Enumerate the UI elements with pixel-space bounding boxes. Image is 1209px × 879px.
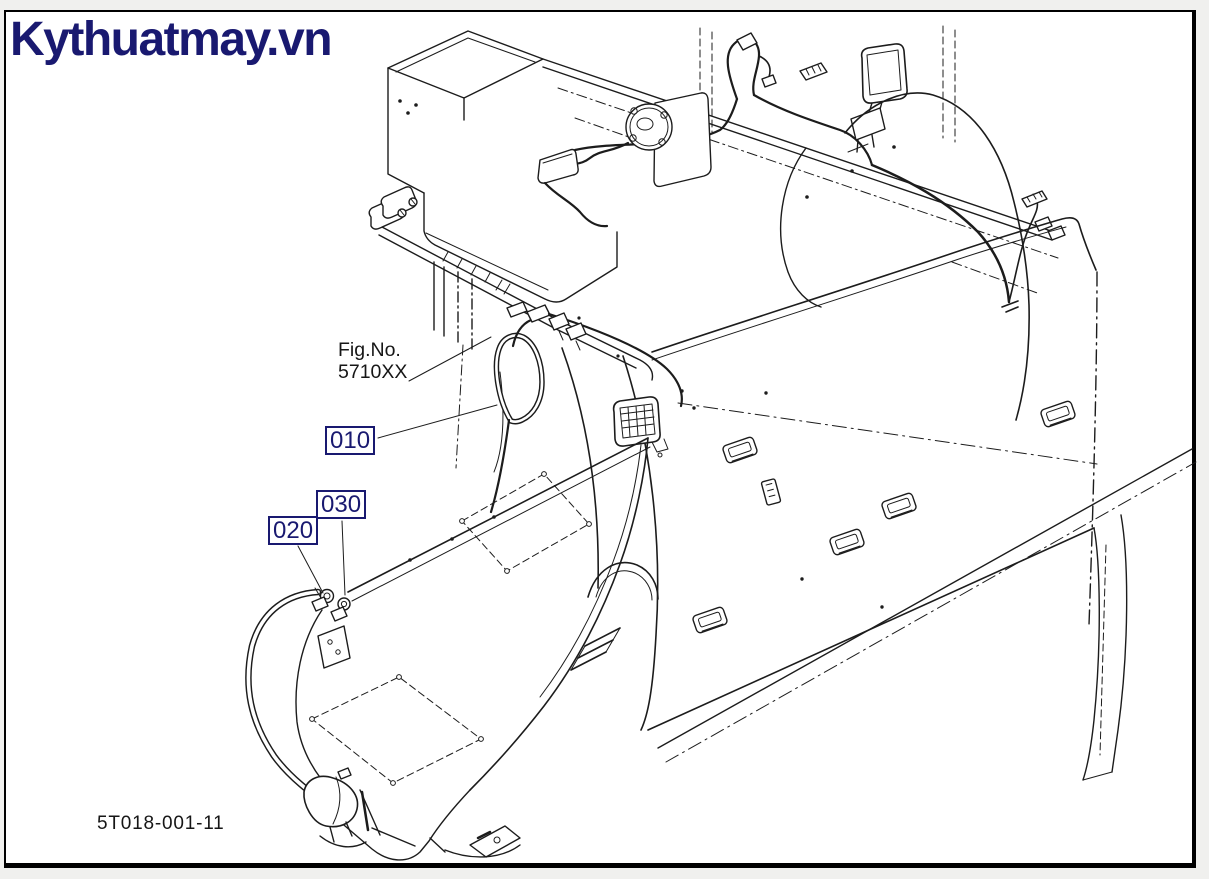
lower-rail <box>368 186 654 381</box>
panel-handles <box>691 399 1077 635</box>
site-logo[interactable]: Kythuatmay.vn <box>10 13 333 66</box>
figure-number-caption: Fig.No. <box>338 339 401 361</box>
top-rail <box>542 25 1059 295</box>
wiper-motor-assembly <box>537 92 739 228</box>
side-panel <box>622 217 1197 781</box>
part-callout-030[interactable]: 030 <box>316 490 367 519</box>
tail-lamp <box>303 767 521 858</box>
work-lamp <box>612 396 669 458</box>
wheel-arch <box>587 561 659 601</box>
platform-box <box>387 30 618 351</box>
hood-and-drum <box>779 92 1066 421</box>
harness-loop-010 <box>489 301 683 514</box>
drawing-number: 5T018-001-11 <box>97 813 225 834</box>
part-callout-020[interactable]: 020 <box>268 516 319 545</box>
rear-view-mirror <box>847 43 908 153</box>
figure-number-label: Fig.No. 5710XX <box>338 339 407 383</box>
figure-number-value: 5710XX <box>338 361 408 383</box>
cab-pillar <box>455 344 600 589</box>
fender <box>295 437 651 861</box>
callout-leader-lines <box>297 336 498 596</box>
part-callout-010[interactable]: 010 <box>325 426 376 455</box>
handrail-harness <box>245 587 351 813</box>
harness-hook <box>726 32 874 167</box>
